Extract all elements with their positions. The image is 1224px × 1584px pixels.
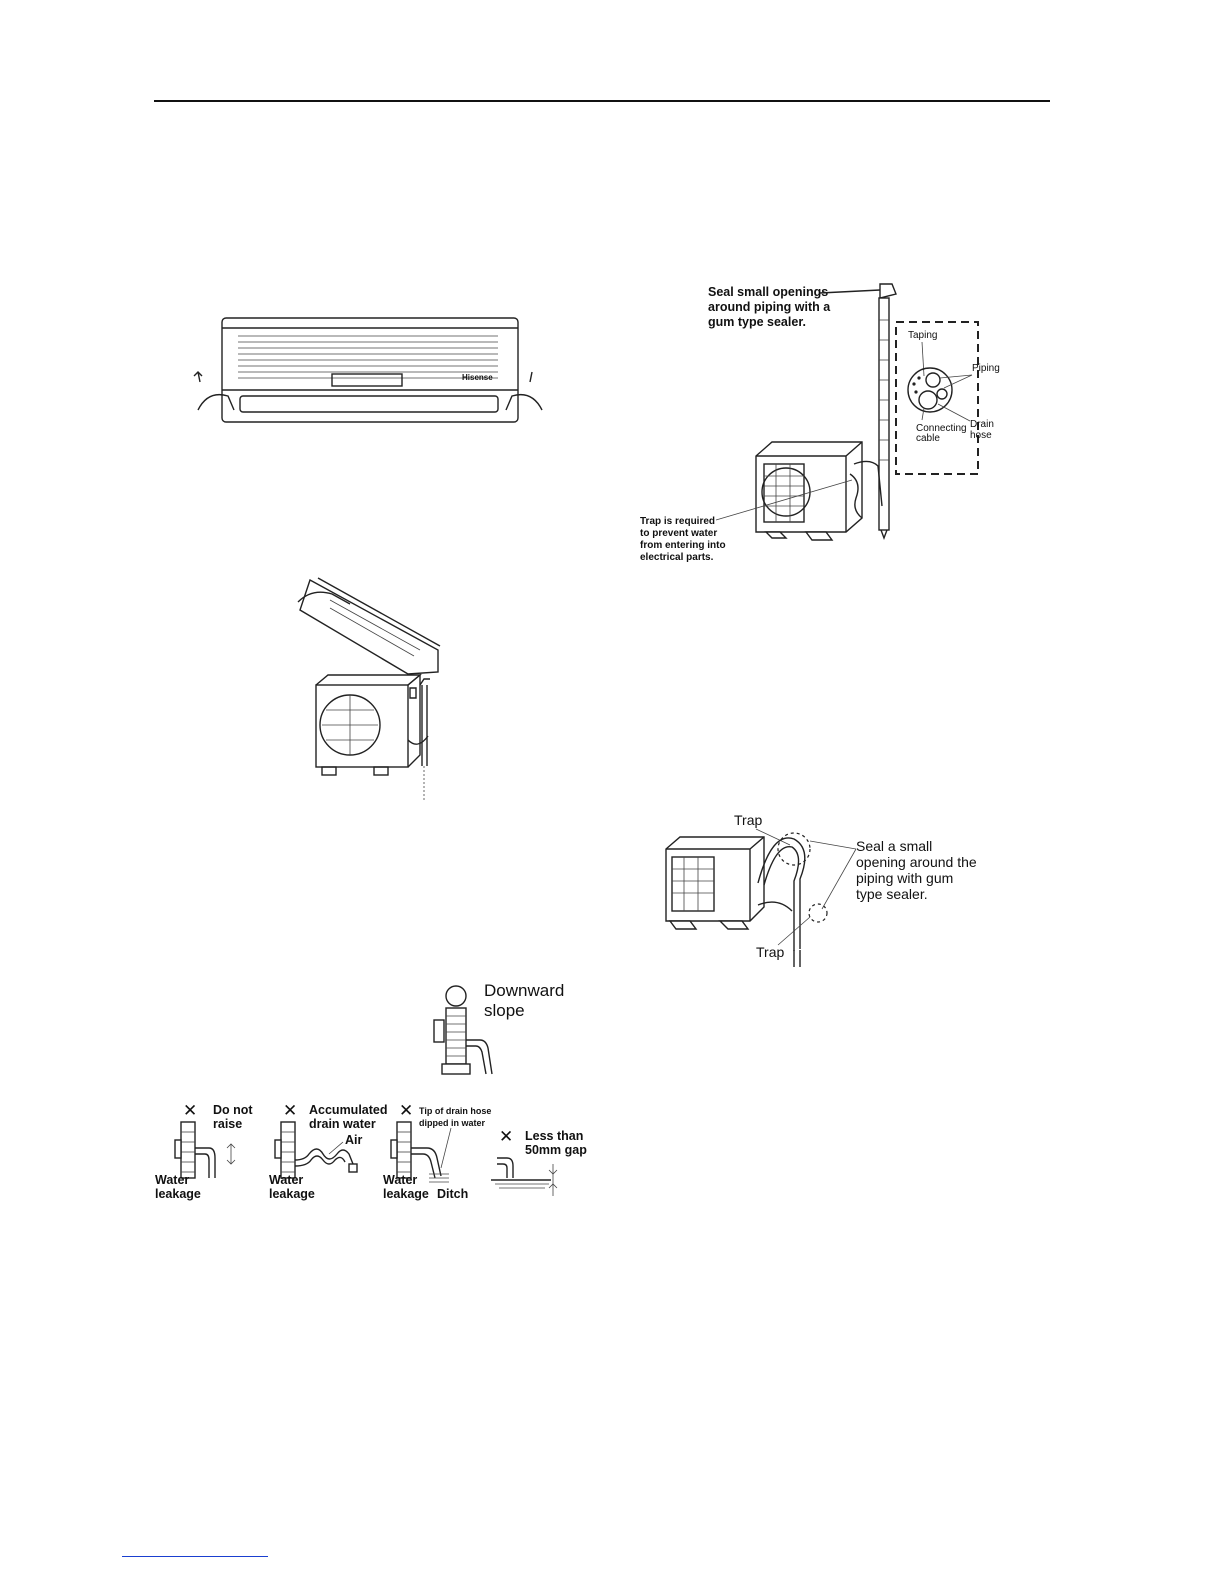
water-label-2: Water	[269, 1173, 303, 1187]
cross-mark-4: ✕	[499, 1127, 513, 1146]
hand-lifting	[297, 591, 351, 605]
indoor-unit-angled	[299, 578, 439, 675]
trap-label-top: Trap	[734, 812, 762, 828]
drain-label-2: hose	[970, 430, 992, 441]
water-label-3: Water	[383, 1173, 417, 1187]
trap-circle-top	[777, 832, 811, 866]
leakage-label-1: leakage	[155, 1187, 201, 1201]
accumulated-label-1: Accumulated	[309, 1103, 388, 1117]
air-outlet	[239, 395, 499, 413]
indoor-unit-body	[221, 317, 519, 423]
trap-figure: Trap Trap Seal a small opening around th…	[665, 812, 977, 967]
do-not-label-2: raise	[213, 1117, 242, 1131]
piping-pipe	[878, 297, 890, 531]
cross-mark-3: ✕	[399, 1101, 413, 1120]
downward-label-1: Downward	[484, 981, 564, 1000]
accumulated-label-2: drain water	[309, 1117, 376, 1131]
seal-note-2: opening around the	[856, 854, 977, 870]
fan-guard	[671, 856, 715, 912]
wall-cap	[879, 283, 897, 299]
less-than-label-1: Less than	[525, 1129, 583, 1143]
footnote-rule	[122, 1556, 268, 1557]
cable-label-2: cable	[916, 433, 940, 444]
header-rule	[154, 100, 1050, 102]
trap-label-bottom: Trap	[756, 944, 784, 960]
leakage-label-3: leakage	[383, 1187, 429, 1201]
display-panel	[331, 373, 403, 387]
air-label: Air	[345, 1133, 363, 1147]
left-hand	[197, 393, 235, 411]
less-than-label-2: 50mm gap	[525, 1143, 587, 1157]
outdoor-seal-figure: Seal small openings around piping with a…	[640, 283, 1000, 563]
seal-note-3: piping with gum	[856, 870, 953, 886]
outdoor-unit-body	[315, 684, 409, 768]
trap-note-4: electrical parts.	[640, 552, 714, 563]
panel-do-not-raise: ✕ Do not raise Water leakage	[155, 1101, 253, 1201]
do-not-label-1: Do not	[213, 1103, 253, 1117]
tip-label-2: dipped in water	[419, 1118, 486, 1128]
cross-mark-2: ✕	[283, 1101, 297, 1120]
water-label-1: Water	[155, 1173, 189, 1187]
trap-circle-bottom	[808, 903, 828, 923]
drain-hose	[757, 837, 806, 949]
trap-note-2: to prevent water	[640, 528, 717, 539]
lift-arrow-left-icon	[193, 371, 203, 383]
pipe-end-section	[445, 985, 467, 1007]
trap-note-3: from entering into	[640, 540, 726, 551]
taping-label: Taping	[908, 330, 937, 341]
seal-note-4: type sealer.	[856, 886, 928, 902]
seal-label-1: Seal small openings	[708, 285, 828, 299]
indoor-outdoor-figure	[297, 577, 441, 802]
downward-slope-figure: Downward slope	[433, 981, 564, 1075]
leakage-label-2: leakage	[269, 1187, 315, 1201]
piping-label: Piping	[972, 363, 1000, 374]
cross-mark-1: ✕	[183, 1101, 197, 1120]
seal-note-1: Seal a small	[856, 838, 932, 854]
panel-tip-in-water: ✕ Tip of drain hose dipped in water Wate…	[383, 1101, 491, 1201]
downward-label-2: slope	[484, 1001, 525, 1020]
fan-guard	[763, 463, 805, 523]
trap-note-1: Trap is required	[640, 516, 715, 527]
brand-logo: Hisense	[462, 373, 493, 382]
wall-pipe	[445, 1007, 467, 1065]
seal-label-3: gum type sealer.	[708, 315, 806, 329]
drain-mistakes-figure: ✕ Do not raise Water leakage ✕ Accumulat…	[155, 1101, 587, 1201]
panel-accumulated-water: ✕ Accumulated drain water Air Water leak…	[269, 1101, 388, 1201]
right-hand	[505, 393, 543, 411]
pipe-bundle-section	[907, 367, 953, 413]
drain-label-1: Drain	[970, 419, 994, 430]
tip-label-1: Tip of drain hose	[419, 1106, 491, 1116]
panel-less-than-gap: ✕ Less than 50mm gap	[491, 1127, 587, 1196]
seal-label-2: around piping with a	[708, 300, 831, 314]
indoor-unit-front-figure: Hisense	[193, 317, 543, 423]
outdoor-unit-body	[665, 836, 765, 922]
cable-label-1: Connecting	[916, 423, 967, 434]
air-inlet-grille	[238, 335, 498, 379]
lift-arrow-right-icon	[529, 371, 533, 383]
ditch-label: Ditch	[437, 1187, 468, 1201]
taping-detail-box	[895, 321, 979, 475]
